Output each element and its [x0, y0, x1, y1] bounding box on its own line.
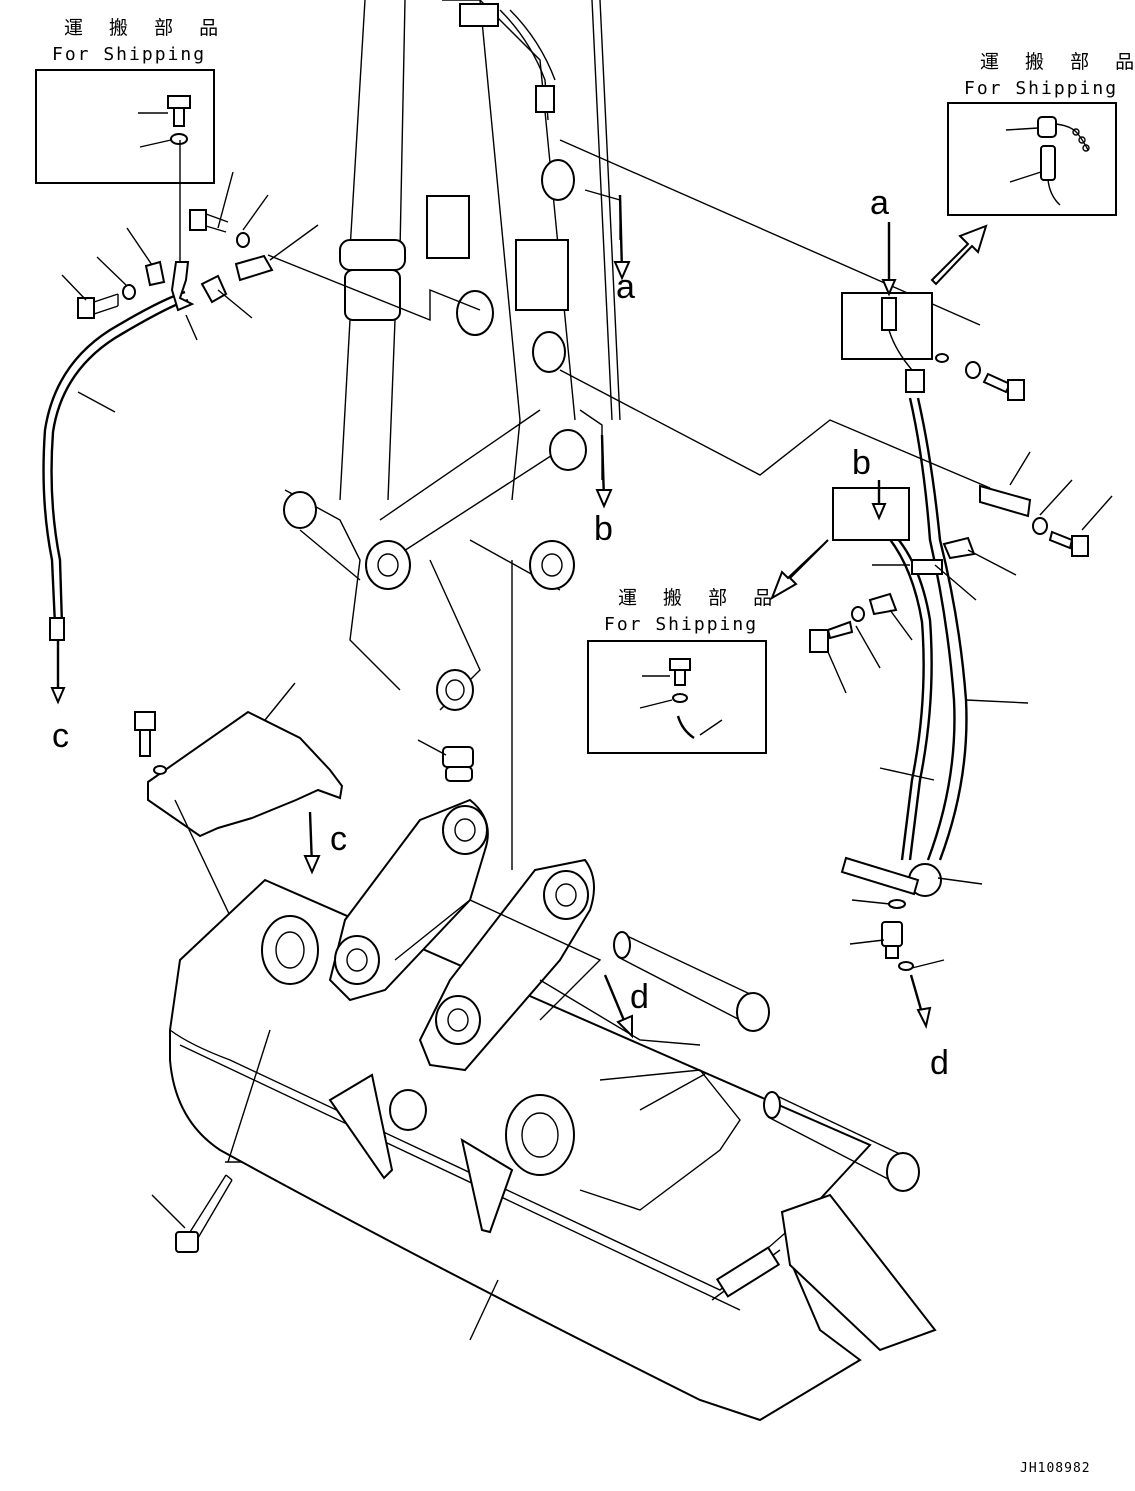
- hose-fitting: [905, 369, 925, 393]
- bucket-cutting-edge: [780, 1193, 937, 1352]
- clamp-icon: [868, 592, 898, 616]
- bolt-icon: [809, 620, 854, 653]
- left-hose-assembly: c: [42, 140, 319, 755]
- side-cutter: [328, 1073, 394, 1180]
- callout-c-left: c: [52, 717, 69, 755]
- nut-icon: [442, 746, 474, 782]
- clamp-icon: [144, 260, 166, 287]
- adapter-icon: [881, 921, 903, 959]
- shipping-label-jp: 運 搬 部 品: [618, 587, 782, 609]
- shipping-box-top-left: 運 搬 部 品 For Shipping: [35, 17, 228, 184]
- o-ring-icon: [170, 133, 188, 145]
- bolt-icon: [1048, 530, 1089, 557]
- test-coupler-icon: [1040, 145, 1061, 206]
- brand-plate: [715, 1246, 781, 1298]
- plug-bolt-icon: [167, 95, 191, 127]
- bolt-icon: [134, 711, 156, 757]
- washer-icon: [236, 232, 250, 248]
- callout-a-right: a: [870, 184, 889, 222]
- boom-callouts: a b: [594, 194, 635, 548]
- pin-joint: [365, 540, 411, 590]
- clamp-icon: [200, 274, 228, 304]
- clamp-icon: [942, 536, 976, 560]
- shipping-parts-frame: [947, 102, 1117, 216]
- arrow-to-shipping-right: [930, 224, 988, 286]
- pin-shaft: [613, 931, 770, 1032]
- drawing-code: JH108982: [1020, 1461, 1091, 1476]
- bucket-assembly: c d: [134, 682, 937, 1422]
- bolt-icon: [982, 372, 1025, 401]
- shipping-label-jp: 運 搬 部 品: [980, 51, 1135, 73]
- valve-block: [515, 239, 569, 311]
- elbow-fitting-icon: [840, 856, 920, 896]
- callout-a-boom: a: [616, 268, 635, 306]
- dust-cap-icon: [1037, 116, 1090, 152]
- elbow-fitting-icon: [170, 261, 195, 312]
- arm-boom-structure: [283, 0, 621, 711]
- coupler-fitting: [881, 297, 897, 331]
- pin-joint: [529, 540, 575, 590]
- callout-b-right: b: [852, 444, 871, 482]
- washer-icon: [965, 361, 981, 379]
- o-ring-icon: [898, 961, 914, 971]
- hose-clamp: [911, 559, 943, 575]
- callout-d-right: d: [930, 1044, 949, 1082]
- rotary-motor-left: [261, 915, 319, 985]
- side-cutter: [460, 1137, 514, 1234]
- callout-c-bucket: c: [330, 820, 347, 858]
- elbow-fitting-icon: [676, 715, 695, 739]
- shipping-parts-frame: [35, 69, 215, 184]
- mounting-plate: [456, 290, 494, 336]
- o-ring-icon: [672, 693, 688, 703]
- shipping-label-en: For Shipping: [52, 44, 206, 65]
- valve-block: [426, 195, 470, 259]
- shipping-box-top-right: 運 搬 部 品 For Shipping: [947, 51, 1135, 216]
- bolt-icon: [77, 293, 119, 319]
- washer-icon: [1032, 517, 1048, 535]
- bolt-icon: [189, 209, 229, 233]
- guard-plate: [147, 710, 344, 838]
- washer-icon: [122, 284, 136, 300]
- callout-b-boom: b: [594, 510, 613, 548]
- washer-icon: [153, 765, 167, 775]
- o-ring-icon: [888, 899, 906, 909]
- rotary-motor-right: [505, 1094, 575, 1176]
- long-bolt-icon: [175, 1174, 233, 1253]
- bracket-icon: [234, 254, 274, 282]
- cylinder-head: [339, 239, 406, 271]
- washer-icon: [851, 606, 865, 622]
- callout-d-bucket: d: [630, 978, 649, 1016]
- right-hose-assembly: a d b: [809, 184, 1113, 1082]
- arrow-to-shipping-middle: [770, 539, 829, 601]
- pin-joint: [436, 669, 474, 711]
- pin-shaft: [763, 1091, 920, 1192]
- plug-bolt-icon: [669, 658, 691, 686]
- shipping-box-middle: 運 搬 部 品 For Shipping: [587, 587, 782, 754]
- bracket-icon: [979, 484, 1032, 518]
- shipping-label-en: For Shipping: [604, 614, 758, 635]
- detail-frame-b: [832, 487, 910, 541]
- shipping-label-jp: 運 搬 部 品: [64, 17, 228, 39]
- pin-joint: [549, 429, 587, 471]
- hose-fitting: [49, 617, 65, 641]
- shipping-label-en: For Shipping: [964, 78, 1118, 99]
